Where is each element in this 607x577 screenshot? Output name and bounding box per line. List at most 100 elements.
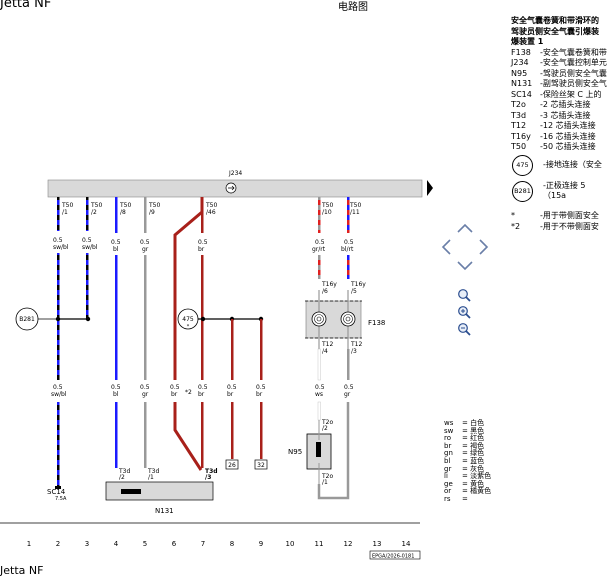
wire-size: 0.5	[140, 239, 150, 246]
legend-code: T2o	[511, 100, 526, 109]
color-name: = 褐色	[462, 441, 485, 450]
color-abbr: bl	[444, 456, 451, 465]
wire-bl-a	[115, 197, 118, 233]
legend-code: N131	[511, 79, 533, 88]
driver-igniter-label: N95	[288, 448, 302, 456]
legend-item: F138-安全气囊卷簧和带	[511, 48, 607, 59]
wire-labels-upper: 0.5 sw/bl 0.5 sw/bl 0.5 bl 0.5 gr 0.5 br…	[53, 237, 354, 253]
legend-circle-item: B281 -正极连接 5（15a	[511, 180, 607, 202]
pin-label: T50	[119, 202, 131, 209]
legend-code: T3d	[511, 110, 527, 120]
fuse-sublabel: 7.5A	[55, 496, 67, 502]
wire-swbl-2b	[86, 253, 89, 319]
legend-code: T16y	[511, 131, 531, 141]
grid-number: 14	[402, 540, 411, 548]
legend-code: N95	[511, 68, 528, 78]
legend-desc: -2 芯插头连接	[540, 100, 591, 109]
legend-code: T12	[511, 121, 527, 130]
legend-note: *-用于带侧面安全	[511, 211, 607, 222]
color-name: = 红色	[462, 434, 485, 443]
legend-circle-item: 475 -接地连接（安全	[511, 154, 607, 176]
zoom-out-icon[interactable]	[457, 322, 471, 336]
wire-br-7c	[201, 402, 204, 468]
color-abbr: li	[444, 472, 448, 481]
grid-number: 12	[344, 540, 353, 548]
pan-up-icon[interactable]	[457, 223, 473, 233]
fuse-symbol	[55, 486, 61, 489]
pin-number: /10	[322, 209, 332, 216]
legend-desc: -50 芯插头连接	[540, 142, 596, 151]
pan-right-icon[interactable]	[479, 239, 489, 255]
pin-label: T50	[349, 202, 361, 209]
legend-desc: -保险丝架 C 上的	[540, 89, 602, 99]
zoom-fit-icon[interactable]	[457, 305, 471, 319]
wire-size: 0.5	[315, 384, 325, 391]
legend-circle-code: 475	[512, 154, 533, 176]
legend-desc: -接地连接（安全	[543, 159, 602, 169]
splice-dot	[55, 316, 61, 322]
splice-dot	[85, 316, 91, 322]
wire-color: br	[198, 391, 205, 398]
pin-number: /6	[322, 288, 328, 295]
legend-item: J234-安全气囊控制单元	[511, 58, 607, 69]
pan-left-icon[interactable]	[441, 239, 451, 255]
positive-connection-label: B281	[19, 316, 35, 323]
wire-color: ws	[315, 391, 323, 398]
footer-title: Jetta NF	[0, 564, 44, 577]
color-key-row: li = 淡紫色	[444, 473, 491, 481]
wire-color: sw/bl	[53, 244, 69, 251]
wire-color: bl	[113, 246, 119, 253]
color-key-row: sw= 黑色	[444, 426, 491, 436]
pin-label: T3d	[118, 468, 130, 475]
legend-note-mark: *2	[511, 222, 521, 231]
wire-swbl-1b	[57, 253, 60, 380]
fuse-label: SC14	[47, 488, 66, 496]
color-key-row: br = 褐色	[444, 441, 491, 451]
legend-desc: -安全气囊控制单元	[540, 58, 607, 67]
reference-number: 32	[257, 462, 265, 469]
pin-number: /3	[351, 348, 357, 355]
pan-arrows-icon[interactable]	[440, 222, 490, 272]
component-legend: 安全气囊卷簧和带滑环的 驾驶员侧安全气囊引爆装 爆装置 1 F138-安全气囊卷…	[511, 16, 607, 233]
zoom-in-icon[interactable]	[457, 288, 471, 302]
legend-desc: -用于不带侧面安	[540, 222, 599, 231]
legend-desc: -安全气囊卷簧和带	[540, 47, 607, 57]
color-abbr: br	[444, 441, 452, 450]
wire-color: sw/bl	[82, 244, 98, 251]
legend-desc: -正极连接 5（15a	[543, 180, 586, 201]
wire-color: bl	[113, 391, 119, 398]
color-abbr: ro	[444, 434, 452, 443]
wire-size: 0.5	[53, 237, 63, 244]
wire-color: sw/bl	[51, 391, 67, 398]
grid-number: 3	[85, 540, 89, 548]
pin-number: /4	[322, 348, 328, 355]
connector-labels-low: T3d /2 T3d /1 T3d /3 T2o /2 T2o /1	[118, 419, 333, 486]
color-abbr: sw	[444, 426, 454, 435]
grid-number: 2	[56, 540, 60, 548]
pin-number: /46	[206, 209, 216, 216]
wire-gr-c	[144, 402, 147, 468]
model-title: Jetta NF	[0, 0, 52, 11]
wire-br-8b	[231, 402, 234, 459]
color-name: = 黄色	[462, 479, 485, 488]
wire-grrt-a	[318, 197, 321, 233]
wire-gr-a	[144, 197, 147, 233]
wire-size: 0.5	[82, 237, 92, 244]
control-unit-label: J234	[228, 170, 242, 177]
wire-size: 0.5	[256, 384, 266, 391]
wire-blrt-a	[347, 197, 350, 233]
legend-item: T3d-3 芯插头连接	[511, 111, 607, 122]
legend-note: *2 -用于不带侧面安	[511, 222, 607, 233]
color-name: = 淡紫色	[462, 472, 492, 481]
color-key-row: gn= 绿色	[444, 450, 491, 458]
pan-down-icon[interactable]	[457, 261, 473, 271]
grid-number: 9	[259, 540, 263, 548]
legend-code: T50	[511, 142, 527, 151]
pin-number: /11	[350, 209, 360, 216]
grid-number: 5	[143, 540, 147, 548]
color-key-row: ws= 白色	[444, 419, 491, 428]
pin-label: T2o	[321, 473, 333, 480]
color-key-row: or= 橘黄色	[444, 488, 491, 496]
legend-circle-code: B281	[512, 180, 533, 202]
